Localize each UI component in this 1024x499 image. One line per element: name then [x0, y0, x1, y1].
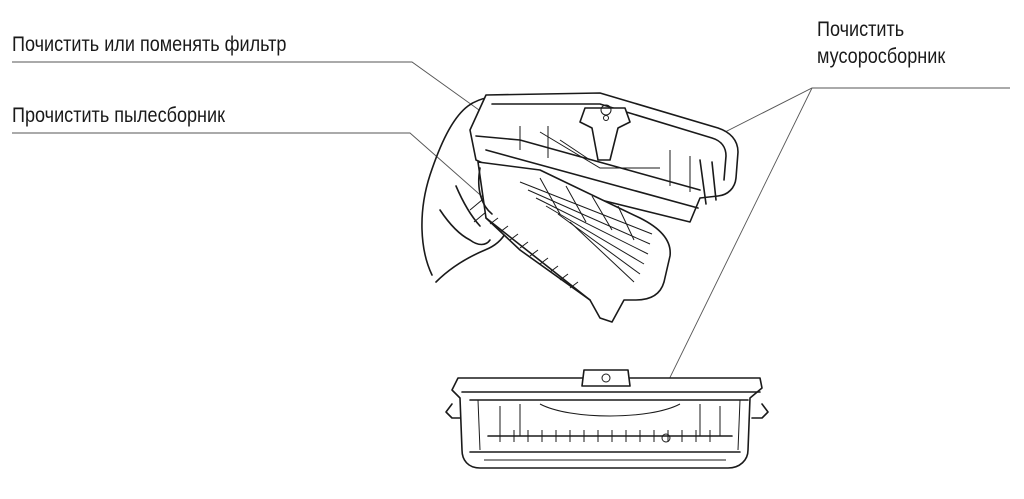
label-bin-line-2: мусоросборник	[817, 45, 946, 68]
label-clean-or-replace-filter: Почистить или поменять фильтр	[12, 33, 287, 56]
label-clean-debris-bin: Почистить мусоросборник	[817, 16, 945, 70]
label-clean-dust-collector: Прочистить пылесборник	[12, 104, 226, 127]
dustbin-lid-illustration	[469, 92, 739, 223]
leader-line-dust	[12, 132, 504, 216]
leader-line-bin-bottom	[654, 87, 813, 409]
dustbin-container-illustration	[445, 369, 769, 469]
label-bin-line-1: Почистить	[817, 18, 905, 41]
dust-filter-tray-illustration	[477, 161, 671, 323]
